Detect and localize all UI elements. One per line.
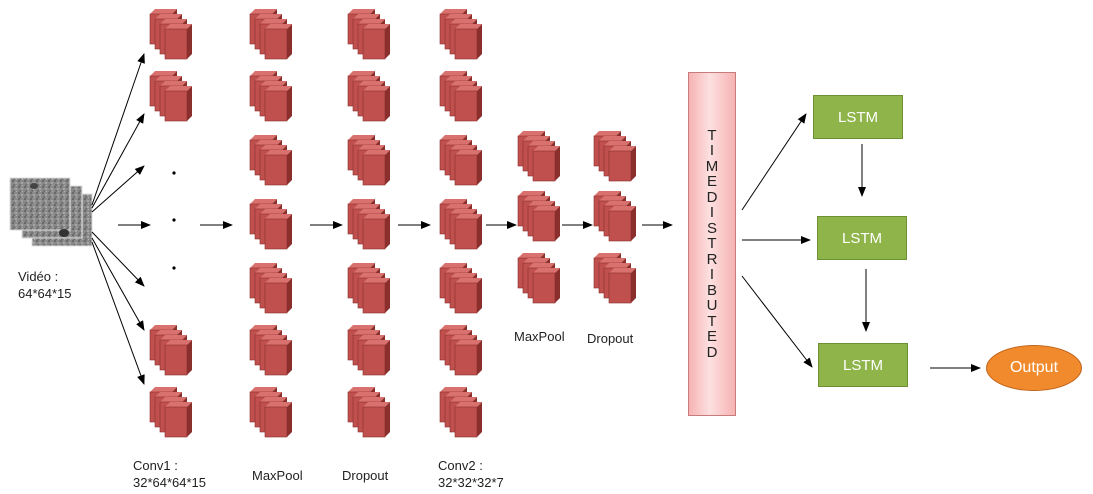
input-label: Vidéo : 64*64*15 <box>18 268 72 302</box>
maxpool1-feature-map <box>249 9 292 60</box>
lstm-node-1: LSTM <box>813 95 903 139</box>
lstm-arrows <box>741 113 981 372</box>
maxpool1-feature-map <box>249 199 292 250</box>
dropout1-feature-map <box>347 387 390 438</box>
ellipsis-dots <box>172 171 176 270</box>
timedistributed-letter: T <box>707 126 717 144</box>
dropout1-feature-map <box>347 135 390 186</box>
timedistributed-letter: D <box>706 343 718 361</box>
timedistributed-letter: I <box>709 142 715 160</box>
dropout1-label: Dropout <box>342 468 389 483</box>
timedistributed-letter: S <box>706 219 717 237</box>
conv2-feature-map <box>439 199 482 250</box>
dropout1-feature-map <box>347 325 390 376</box>
conv1-feature-map <box>149 9 192 60</box>
conv2-feature-map <box>439 135 482 186</box>
timedistributed-letter: E <box>706 173 717 191</box>
conv1-feature-map <box>149 325 192 376</box>
timedistributed-letter: B <box>706 281 717 299</box>
timedistributed-letter: M <box>705 157 719 175</box>
dropout1-feature-map <box>347 263 390 314</box>
dropout2-feature-map <box>593 131 636 182</box>
maxpool1-label: MaxPool <box>252 468 303 483</box>
input-fanout-arrows <box>91 53 145 385</box>
input-label-line2: 64*64*15 <box>18 286 72 301</box>
conv1-feature-map <box>149 71 192 122</box>
lstm-node-3: LSTM <box>818 343 908 387</box>
conv1-feature-map <box>149 387 192 438</box>
dropout1-feature-map <box>347 199 390 250</box>
maxpool2-feature-map <box>517 191 560 242</box>
lstm-node-2: LSTM <box>817 216 907 260</box>
conv2-feature-map <box>439 325 482 376</box>
conv2-label: Conv2 : 32*32*32*7 <box>438 458 504 490</box>
conv2-feature-map <box>439 71 482 122</box>
timedistributed-letter: U <box>706 297 718 315</box>
dropout2-feature-map <box>593 191 636 242</box>
dropout2-label: Dropout <box>587 331 634 346</box>
dropout1-feature-map <box>347 71 390 122</box>
maxpool1-feature-map <box>249 135 292 186</box>
timedistributed-letter: E <box>706 328 717 346</box>
input-label-line1: Vidéo : <box>18 269 59 284</box>
output-node: Output <box>986 345 1082 391</box>
timedistributed-letter: T <box>707 312 717 330</box>
conv2-feature-map <box>439 263 482 314</box>
conv2-feature-map <box>439 387 482 438</box>
timedistributed-letter: T <box>707 235 717 253</box>
dropout2-feature-map <box>593 253 636 304</box>
maxpool1-feature-map <box>249 387 292 438</box>
dropout1-feature-map <box>347 9 390 60</box>
timedistributed-letter: R <box>706 250 718 268</box>
timedistributed-letter: I <box>709 204 715 222</box>
maxpool1-feature-map <box>249 263 292 314</box>
conv2-feature-map <box>439 9 482 60</box>
maxpool2-label: MaxPool <box>514 329 565 344</box>
input-video-frames <box>9 177 93 247</box>
maxpool2-feature-map <box>517 131 560 182</box>
maxpool2-feature-map <box>517 253 560 304</box>
timedistributed-letter: D <box>706 188 718 206</box>
maxpool1-feature-map <box>249 325 292 376</box>
feature-map-cubes <box>149 9 636 438</box>
conv1-label: Conv1 : 32*64*64*15 <box>133 458 207 490</box>
timedistributed-letter: I <box>709 266 715 284</box>
maxpool1-feature-map <box>249 71 292 122</box>
